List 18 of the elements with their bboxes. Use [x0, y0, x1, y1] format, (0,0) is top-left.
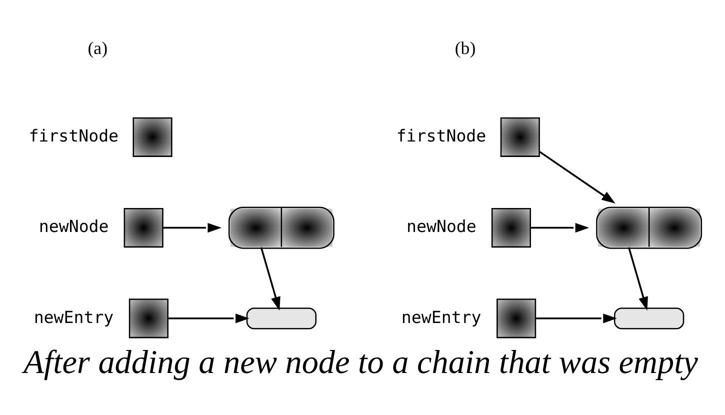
arrow — [530, 222, 590, 232]
arrow — [628, 246, 648, 310]
node-label: newEntry — [34, 307, 114, 326]
label: (b) — [454, 37, 476, 58]
node-label: newEntry — [401, 307, 482, 326]
arrow — [260, 246, 280, 310]
node-box — [246, 307, 317, 329]
arrow — [168, 313, 250, 323]
arrow — [539, 150, 616, 204]
node-label: newNode — [406, 216, 476, 236]
node-label: firstNode — [28, 126, 119, 145]
node-box — [614, 307, 684, 329]
node-label: newNode — [38, 216, 109, 236]
arrow — [163, 222, 222, 232]
label: (a) — [88, 37, 108, 58]
node-label: firstNode — [396, 126, 486, 145]
arrow — [536, 313, 617, 323]
caption: After adding a new node to a chain that was empty — [24, 344, 698, 381]
